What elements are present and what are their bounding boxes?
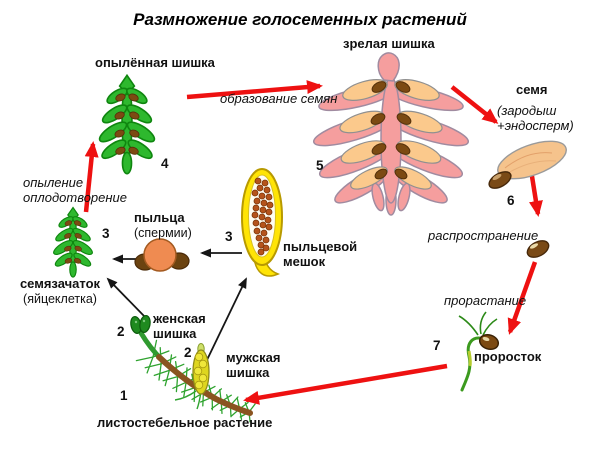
stage-number-2-female: 2 bbox=[117, 324, 125, 339]
label-plant: листостебельное растение bbox=[97, 415, 273, 430]
stage-number-6: 6 bbox=[507, 193, 515, 208]
process-dispersal: распространение bbox=[428, 228, 539, 243]
label-pollen-sac: пыльцевой мешок bbox=[283, 239, 358, 269]
arrow-pollination bbox=[83, 141, 99, 213]
process-germination: прорастание bbox=[444, 293, 527, 308]
male-cone-illustration bbox=[192, 343, 210, 395]
arrow-femalecone-to-ovule bbox=[106, 277, 147, 319]
mature-cone-illustration bbox=[312, 52, 470, 216]
pine-plant-illustration bbox=[130, 314, 256, 423]
process-seed-formation: образование семян bbox=[220, 91, 338, 106]
pollen-grain-illustration bbox=[134, 238, 190, 272]
label-male-cone: мужская шишка bbox=[226, 350, 281, 380]
label-seed: семя bbox=[516, 82, 548, 97]
label-ovule-block: семязачаток (яйцеклетка) bbox=[14, 276, 106, 306]
label-ovule: семязачаток bbox=[19, 276, 101, 291]
note-pollen: (спермии) bbox=[134, 225, 192, 240]
arrow-cone-to-seed bbox=[450, 85, 499, 124]
stage-number-2-male: 2 bbox=[184, 345, 192, 360]
arrow-dispersal bbox=[528, 169, 543, 217]
ovule-illustration bbox=[51, 206, 95, 278]
winged-seed-illustration bbox=[488, 140, 567, 189]
process-pollination: опыление оплодотворение bbox=[23, 175, 127, 205]
stage-number-3-ovule: 3 bbox=[102, 226, 110, 241]
diagram-title: Размножение голосеменных растений bbox=[133, 10, 467, 29]
stage-number-7: 7 bbox=[433, 338, 441, 353]
label-pollen: пыльца bbox=[134, 210, 185, 225]
label-female-cone: женская шишка bbox=[153, 311, 206, 341]
stage-number-4: 4 bbox=[161, 156, 169, 171]
stage-number-1: 1 bbox=[120, 388, 128, 403]
pollinated-cone-illustration bbox=[96, 74, 158, 175]
note-ovule: (яйцеклетка) bbox=[23, 291, 97, 306]
label-mature-cone: зрелая шишка bbox=[343, 36, 435, 51]
note-seed: (зародыш +эндосперм) bbox=[497, 103, 574, 133]
stage-number-3-sac: 3 bbox=[225, 229, 233, 244]
dispersed-seed-illustration bbox=[526, 240, 550, 258]
label-pollen-block: пыльца (спермии) bbox=[134, 210, 192, 240]
label-pollinated-cone: опылённая шишка bbox=[95, 55, 215, 70]
stage-number-5: 5 bbox=[316, 158, 324, 173]
arrow-germination bbox=[507, 261, 538, 335]
arrow-malecone-to-sac bbox=[205, 277, 247, 363]
arrow-seed-formation bbox=[186, 80, 323, 100]
label-seedling: проросток bbox=[474, 349, 542, 364]
seedling-illustration bbox=[458, 311, 500, 392]
arrow-seedling-to-plant bbox=[243, 363, 448, 405]
pollen-sac-illustration bbox=[241, 168, 283, 277]
female-cone-illustration bbox=[130, 314, 151, 334]
